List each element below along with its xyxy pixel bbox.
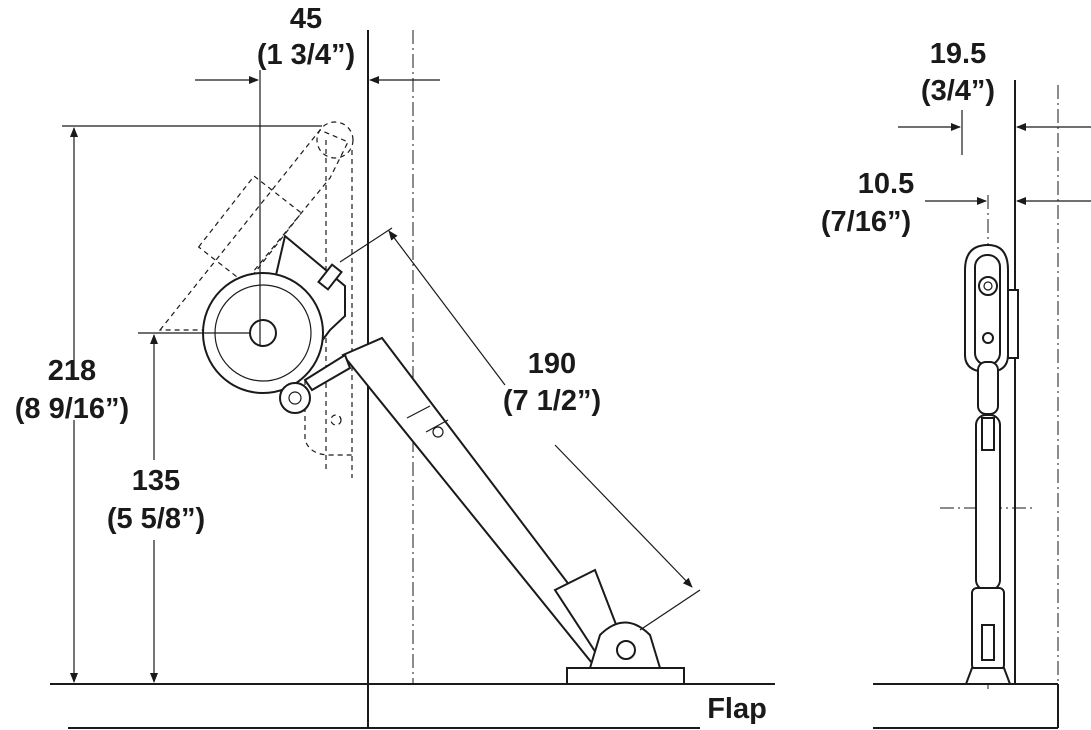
dim-height-218: 218 (8 9/16”) bbox=[15, 125, 322, 683]
dim-height-135: 135 (5 5/8”) bbox=[107, 332, 250, 683]
dim-front-10-5: 10.5 (7/16”) bbox=[821, 168, 1091, 238]
dim-width-inch: (1 3/4”) bbox=[257, 39, 355, 71]
dim-front-inner-inch: (7/16”) bbox=[821, 206, 911, 238]
mounting-plate bbox=[566, 621, 685, 685]
dim-front-inner-mm: 10.5 bbox=[858, 168, 914, 200]
dim-front-outer-mm: 19.5 bbox=[930, 38, 986, 70]
dim-width-45: 45 (1 3/4”) bbox=[195, 3, 440, 345]
front-mechanism bbox=[964, 243, 1019, 685]
dim-total-height-mm: 218 bbox=[48, 355, 96, 387]
flap-label: Flap bbox=[707, 693, 767, 725]
dim-pivot-height-mm: 135 bbox=[132, 465, 180, 497]
front-view: 19.5 (3/4”) 10.5 (7/16”) bbox=[821, 38, 1091, 729]
dim-length-190: 190 (7 1/2”) bbox=[339, 227, 701, 631]
dim-stay-length-mm: 190 bbox=[528, 348, 576, 380]
side-view: 45 (1 3/4”) 218 (8 9/16”) 135 (5 5/8”) 1… bbox=[15, 3, 775, 729]
flap-panel bbox=[50, 683, 775, 729]
dim-front-19-5: 19.5 (3/4”) bbox=[898, 38, 1091, 155]
dim-stay-length-inch: (7 1/2”) bbox=[503, 385, 601, 417]
dim-front-outer-inch: (3/4”) bbox=[921, 75, 995, 107]
dim-total-height-inch: (8 9/16”) bbox=[15, 393, 129, 425]
dim-pivot-height-inch: (5 5/8”) bbox=[107, 503, 205, 535]
dim-width-mm: 45 bbox=[290, 3, 322, 35]
mechanism-housing bbox=[202, 234, 346, 414]
